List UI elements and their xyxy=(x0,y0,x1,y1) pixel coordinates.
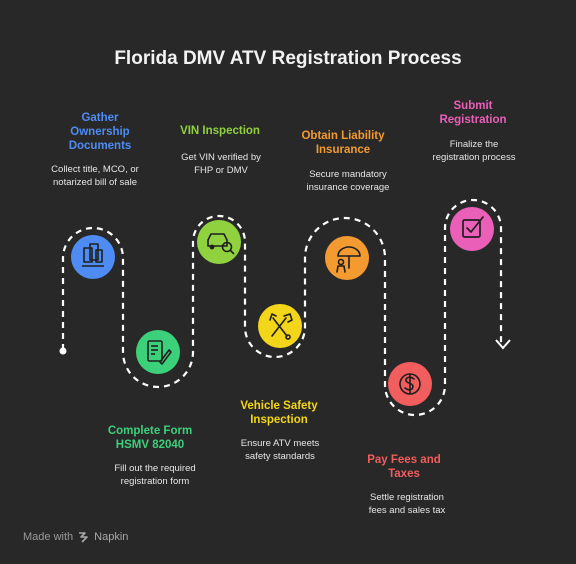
dashed-connector xyxy=(61,198,503,417)
path-end-arrow-icon xyxy=(495,339,511,350)
step-2-title-line: HSMV 82040 xyxy=(115,439,185,451)
step-1-title-line: Ownership xyxy=(70,126,130,138)
step-5-desc-line: insurance coverage xyxy=(306,182,390,193)
step-3-title-line: VIN Inspection xyxy=(180,125,260,137)
step-3-desc-line: FHP or DMV xyxy=(194,165,248,176)
step-7-circle xyxy=(450,207,494,251)
step-5-circle xyxy=(325,236,369,280)
tools-icon xyxy=(269,313,293,340)
step-1-title-line: Documents xyxy=(68,140,132,152)
step-1-title: Gather Ownership Documents xyxy=(40,111,160,153)
form-edit-icon xyxy=(147,340,172,365)
step-7-title-line: Submit xyxy=(453,100,493,112)
step-1-description: Collect title, MCO, or notarized bill of… xyxy=(35,163,155,189)
step-5-description: Secure mandatory insurance coverage xyxy=(288,168,408,194)
step-7-description: Finalize the registration process xyxy=(414,138,534,164)
step-4-title: Vehicle Safety Inspection xyxy=(219,399,339,427)
path-start-dot xyxy=(59,347,67,355)
step-3-title: VIN Inspection xyxy=(160,124,280,138)
step-1-desc-line: Collect title, MCO, or xyxy=(51,164,139,175)
step-7-desc-line: registration process xyxy=(432,152,516,163)
step-6-circle xyxy=(388,362,432,406)
step-2-title: Complete Form HSMV 82040 xyxy=(90,424,210,452)
step-1-circle xyxy=(71,235,115,279)
umbrella-person-icon xyxy=(336,246,361,273)
step-4-title-line: Inspection xyxy=(250,414,308,426)
step-7-title-line: Registration xyxy=(439,114,507,126)
step-6-title: Pay Fees and Taxes xyxy=(344,453,464,481)
step-2-description: Fill out the required registration form xyxy=(95,462,215,488)
step-6-description: Settle registration fees and sales tax xyxy=(347,491,467,517)
step-3-desc-line: Get VIN verified by xyxy=(181,152,261,163)
step-4-description: Ensure ATV meets safety standards xyxy=(220,437,340,463)
step-2-circle xyxy=(136,330,180,374)
step-1-desc-line: notarized bill of sale xyxy=(53,177,137,188)
step-6-title-line: Pay Fees and xyxy=(367,454,441,466)
step-4-desc-line: Ensure ATV meets xyxy=(240,438,320,449)
footer-prefix: Made with xyxy=(23,530,74,543)
step-2-desc-line: Fill out the required xyxy=(114,463,196,474)
step-4-title-line: Vehicle Safety xyxy=(240,400,318,412)
step-3-description: Get VIN verified by FHP or DMV xyxy=(161,151,281,177)
footer-brand: Napkin xyxy=(94,530,129,543)
step-6-desc-line: Settle registration xyxy=(370,492,444,503)
dollar-icon xyxy=(399,373,421,395)
step-5-title: Obtain Liability Insurance xyxy=(283,129,403,157)
made-with-footer[interactable]: Made with Napkin xyxy=(23,530,128,543)
step-5-title-line: Insurance xyxy=(315,144,371,156)
car-search-icon xyxy=(207,233,235,255)
step-6-desc-line: fees and sales tax xyxy=(368,505,446,516)
step-2-title-line: Complete Form xyxy=(107,425,193,437)
step-4-circle xyxy=(258,304,302,348)
page-title: Florida DMV ATV Registration Process xyxy=(114,48,462,69)
step-5-title-line: Obtain Liability xyxy=(301,130,385,142)
step-4-desc-line: safety standards xyxy=(245,451,315,462)
documents-icon xyxy=(82,243,104,267)
step-6-title-line: Taxes xyxy=(388,468,420,480)
step-2-desc-line: registration form xyxy=(120,476,190,487)
step-5-desc-line: Secure mandatory xyxy=(309,169,387,180)
step-7-title: Submit Registration xyxy=(413,99,533,127)
step-7-desc-line: Finalize the xyxy=(449,139,499,150)
step-1-title-line: Gather xyxy=(81,112,119,124)
step-3-circle xyxy=(197,220,241,264)
napkin-logo-icon xyxy=(79,532,88,543)
checkbox-icon xyxy=(462,216,484,238)
